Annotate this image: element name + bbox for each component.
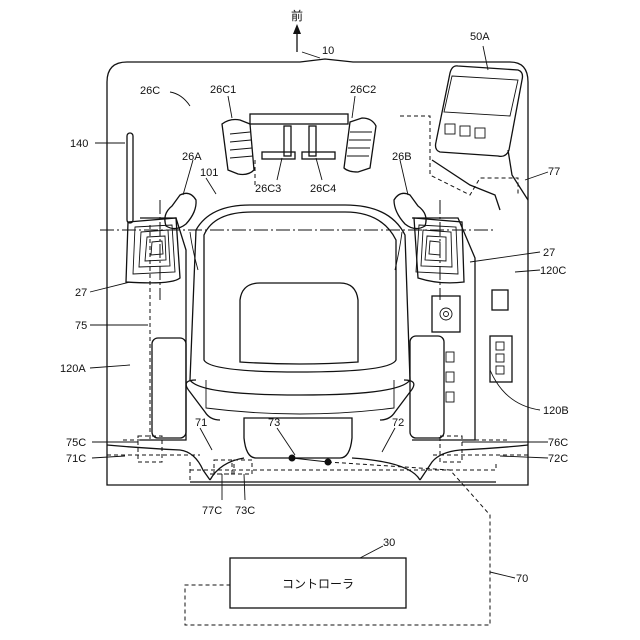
right-armrest — [410, 336, 444, 438]
right-grip-26b — [394, 193, 426, 228]
pedal-26c2 — [344, 118, 376, 172]
label-77c: 77C — [202, 505, 222, 517]
monitor-50a — [436, 66, 523, 157]
label-26c: 26C — [140, 85, 160, 97]
label-26c1: 26C1 — [210, 84, 236, 96]
label-71: 71 — [195, 417, 207, 429]
label-76c: 76C — [548, 437, 568, 449]
label-30: 30 — [383, 537, 395, 549]
label-120a: 120A — [60, 363, 86, 375]
label-26a: 26A — [182, 151, 202, 163]
label-27-left: 27 — [75, 287, 87, 299]
label-27-right: 27 — [543, 247, 555, 259]
label-26c4: 26C4 — [310, 183, 336, 195]
label-140: 140 — [70, 138, 88, 150]
frame-71 — [107, 445, 210, 480]
left-armrest — [152, 338, 186, 438]
label-120c: 120C — [540, 265, 566, 277]
controller-label: コントローラ — [282, 577, 354, 591]
label-101: 101 — [200, 167, 218, 179]
label-70: 70 — [516, 573, 528, 585]
front-label: 前 — [291, 8, 303, 23]
operator-seat-101 — [186, 205, 414, 420]
label-77: 77 — [548, 166, 560, 178]
label-73: 73 — [268, 417, 280, 429]
label-10: 10 — [322, 45, 334, 57]
wire-bus — [190, 462, 496, 482]
pilot-line-77 — [400, 116, 518, 195]
label-26b: 26B — [392, 151, 412, 163]
lever-26c4 — [302, 126, 335, 159]
label-120b: 120B — [543, 405, 569, 417]
front-arrow — [293, 24, 301, 52]
label-26c2: 26C2 — [350, 84, 376, 96]
label-72c: 72C — [548, 453, 568, 465]
right-console-edge — [432, 160, 500, 210]
pedal-26c1 — [222, 120, 254, 175]
lever-26c3 — [262, 126, 295, 159]
pedal-bracket — [250, 114, 348, 124]
label-75: 75 — [75, 320, 87, 332]
label-71c: 71C — [66, 453, 86, 465]
left-grip-26a — [165, 193, 196, 228]
lock-lever-140 — [127, 133, 133, 223]
label-73c: 73C — [235, 505, 255, 517]
label-72: 72 — [392, 417, 404, 429]
label-26c3: 26C3 — [255, 183, 281, 195]
leader-lines — [90, 46, 548, 578]
seat-base-73 — [244, 418, 352, 458]
label-50a: 50A — [470, 31, 490, 43]
frame-72 — [420, 445, 528, 480]
label-75c: 75C — [66, 437, 86, 449]
